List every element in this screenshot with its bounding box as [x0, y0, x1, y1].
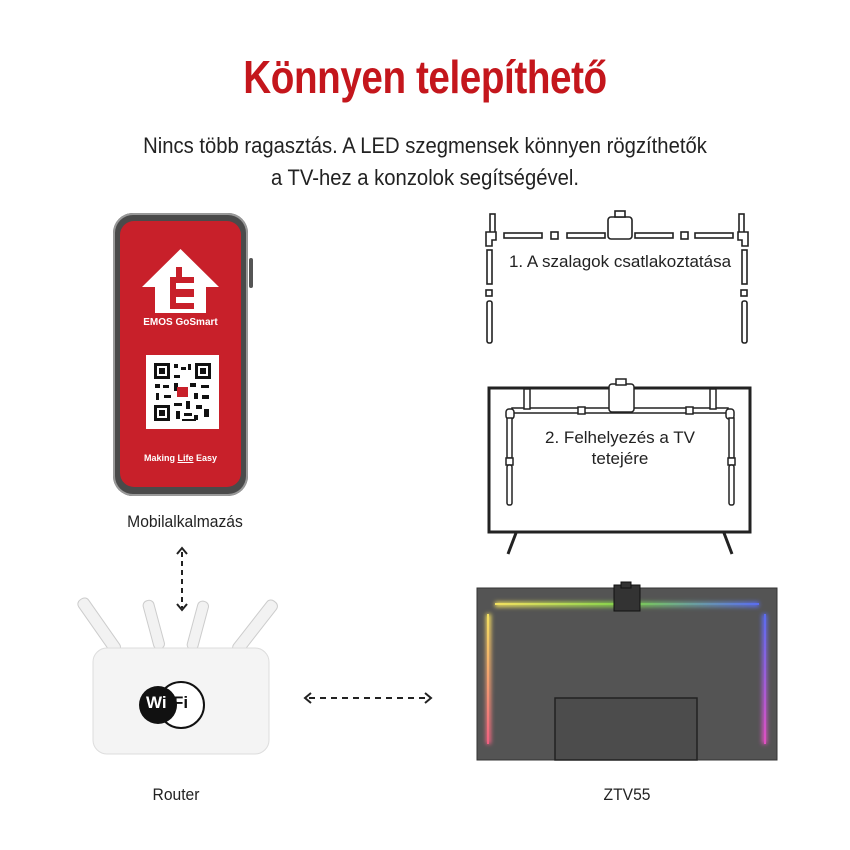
subtitle-line-1: Nincs több ragasztás. A LED szegmensek k…	[143, 133, 707, 158]
subtitle-line-2: a TV-hez a konzolok segítségével.	[271, 165, 579, 190]
vertical-connection-arrow-icon	[176, 546, 188, 612]
slogan-text: Making	[143, 453, 178, 463]
router-illustration	[77, 597, 278, 755]
phone-caption: Mobilalkalmazás	[127, 512, 243, 531]
step2-tv-mount-diagram	[487, 378, 752, 555]
phone-illustration: EMOS GoSmart Making Life Easy	[113, 213, 253, 496]
step1-label: 1. A szalagok csatlakoztatása	[508, 252, 732, 271]
router-caption: Router	[152, 785, 200, 804]
step2-label: 2. Felhelyezés a TV tetejére	[500, 427, 740, 469]
step2-label-line1: 2. Felhelyezés a TV	[545, 428, 695, 447]
app-brand-name: EMOS GoSmart	[143, 317, 218, 328]
app-slogan: Making Life Easy	[120, 453, 241, 463]
emos-house-logo-icon	[142, 249, 219, 313]
step1-strip-connection-diagram	[485, 210, 749, 344]
step2-label-line2: tetejére	[591, 449, 649, 468]
slogan-text: Life	[177, 453, 194, 463]
tv-back-led-illustration	[476, 581, 778, 761]
horizontal-connection-arrow-icon	[303, 692, 433, 704]
qr-code	[146, 355, 219, 429]
phone-screen: EMOS GoSmart Making Life Easy	[120, 221, 241, 487]
wifi-logo-left: Wi	[146, 693, 167, 712]
slogan-text: Easy	[193, 453, 218, 463]
tv-caption: ZTV55	[603, 785, 651, 804]
page-title: Könnyen telepíthető	[243, 51, 607, 103]
wifi-logo-right: Fi	[173, 693, 189, 712]
